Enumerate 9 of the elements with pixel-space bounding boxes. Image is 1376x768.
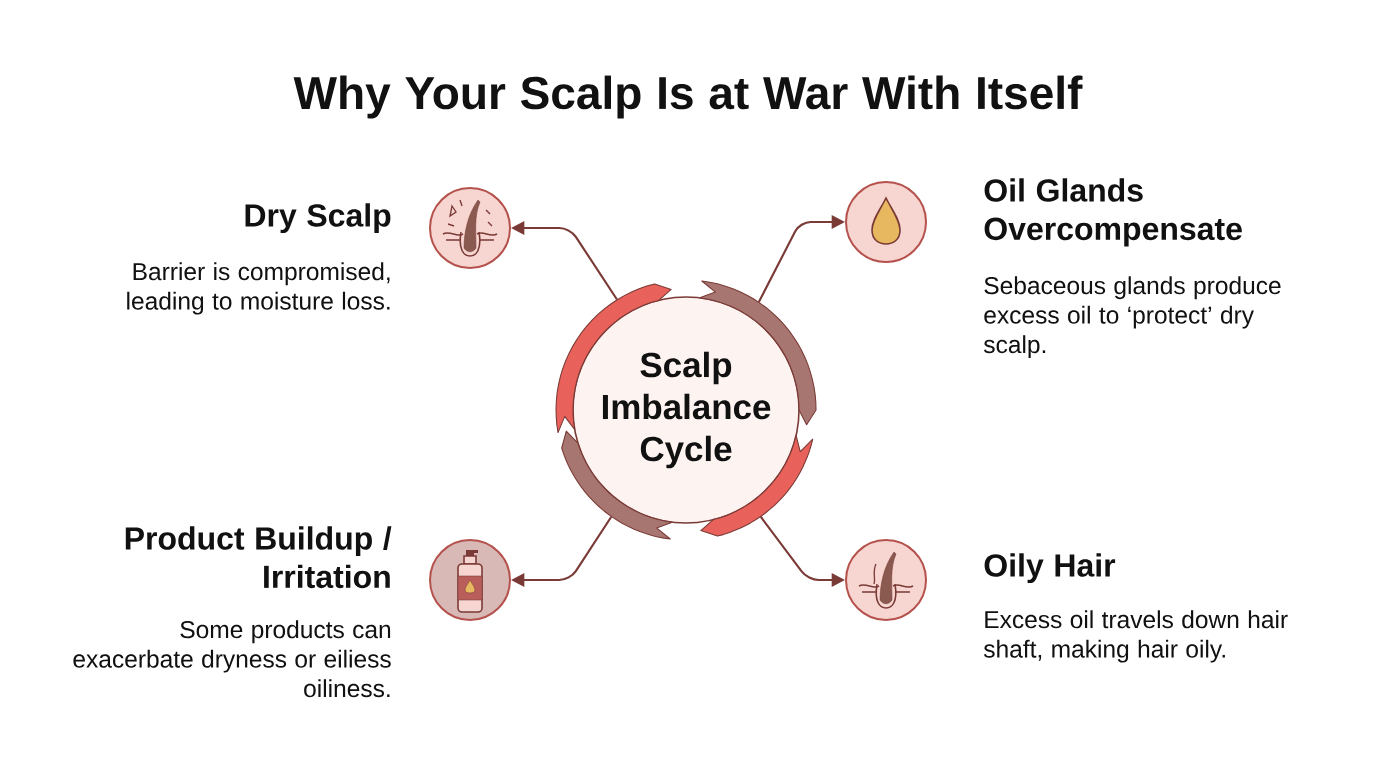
heading: Oil Glands Overcompensate [984,178,1242,247]
description: Excess oil travels down hair shaft, making hair oily. [983,610,1288,663]
description: Barrier is compromised, leading to moisture loss. [127,262,390,315]
description: Some products can exacerbate dryness or eiliess oiliness. [73,620,391,698]
description: Sebaceous glands produce excess oil to ‘protect’ dry scalp. [983,276,1281,359]
heading: Dry Scalp [245,203,391,234]
heading: Oily Hair [984,553,1116,584]
title: Why Your Scalp Is at War With Itself [293,75,1083,119]
heading: Product Buildup / Irritation [125,526,392,589]
